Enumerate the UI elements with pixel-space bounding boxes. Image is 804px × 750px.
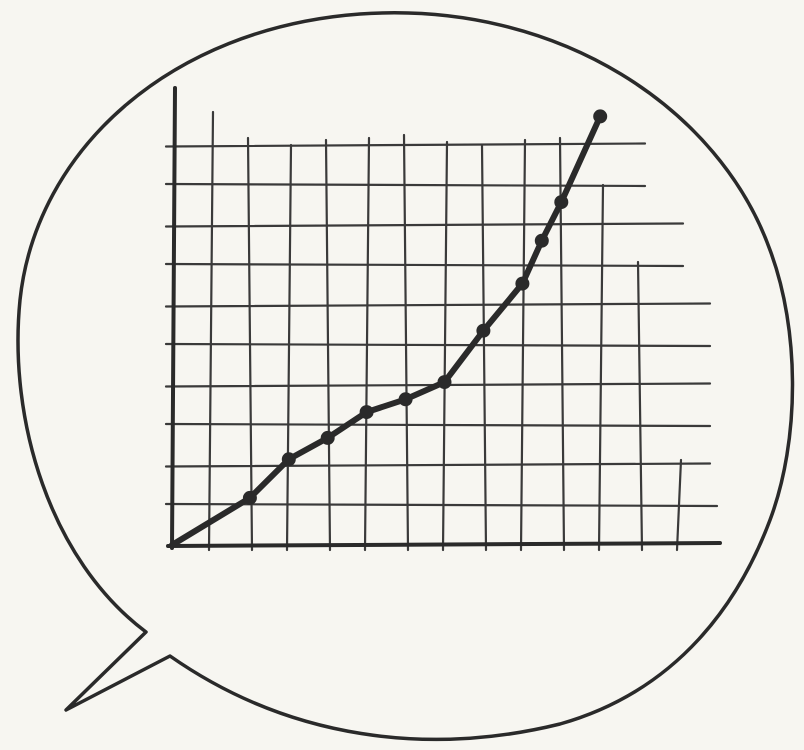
series-layer	[169, 113, 604, 548]
data-point-marker	[593, 109, 608, 124]
data-point-marker	[515, 276, 530, 291]
grid-line-vertical	[441, 140, 449, 552]
grid-line-vertical	[636, 260, 644, 552]
data-point-marker	[281, 452, 296, 467]
data-point-marker	[534, 233, 549, 248]
data-markers	[242, 109, 608, 505]
data-point-marker	[554, 195, 569, 210]
grid-line-horizontal	[164, 142, 647, 148]
data-point-marker	[359, 405, 374, 420]
grid-line-vertical	[402, 133, 410, 552]
grid-line-vertical	[597, 183, 605, 552]
grid-line-vertical	[285, 143, 293, 552]
grid-line-horizontal	[164, 462, 712, 468]
grid-line-horizontal	[164, 502, 719, 508]
vertical-grid-lines	[207, 110, 683, 552]
grid-line-horizontal	[164, 342, 712, 348]
grid-line-horizontal	[164, 262, 685, 268]
grid-line-horizontal	[164, 422, 712, 428]
x-axis-line	[166, 541, 722, 548]
grid-line-vertical	[675, 458, 683, 552]
data-point-marker	[320, 430, 335, 445]
data-point-marker	[242, 490, 257, 505]
data-point-marker	[476, 323, 491, 338]
y-axis-line	[170, 86, 177, 550]
grid-line-vertical	[363, 136, 371, 552]
data-point-marker	[398, 392, 413, 407]
grid-line-vertical	[246, 136, 254, 552]
data-point-marker	[437, 375, 452, 390]
grid-line-horizontal	[164, 302, 712, 308]
data-series-line	[169, 113, 604, 548]
grid-line-horizontal	[164, 222, 685, 228]
grid-line-vertical	[207, 110, 215, 552]
chart-axes	[166, 86, 722, 550]
grid-line-vertical	[480, 143, 488, 552]
speech-bubble-outline	[16, 11, 795, 742]
grid-line-vertical	[324, 138, 332, 552]
grid-line-vertical	[519, 138, 527, 552]
